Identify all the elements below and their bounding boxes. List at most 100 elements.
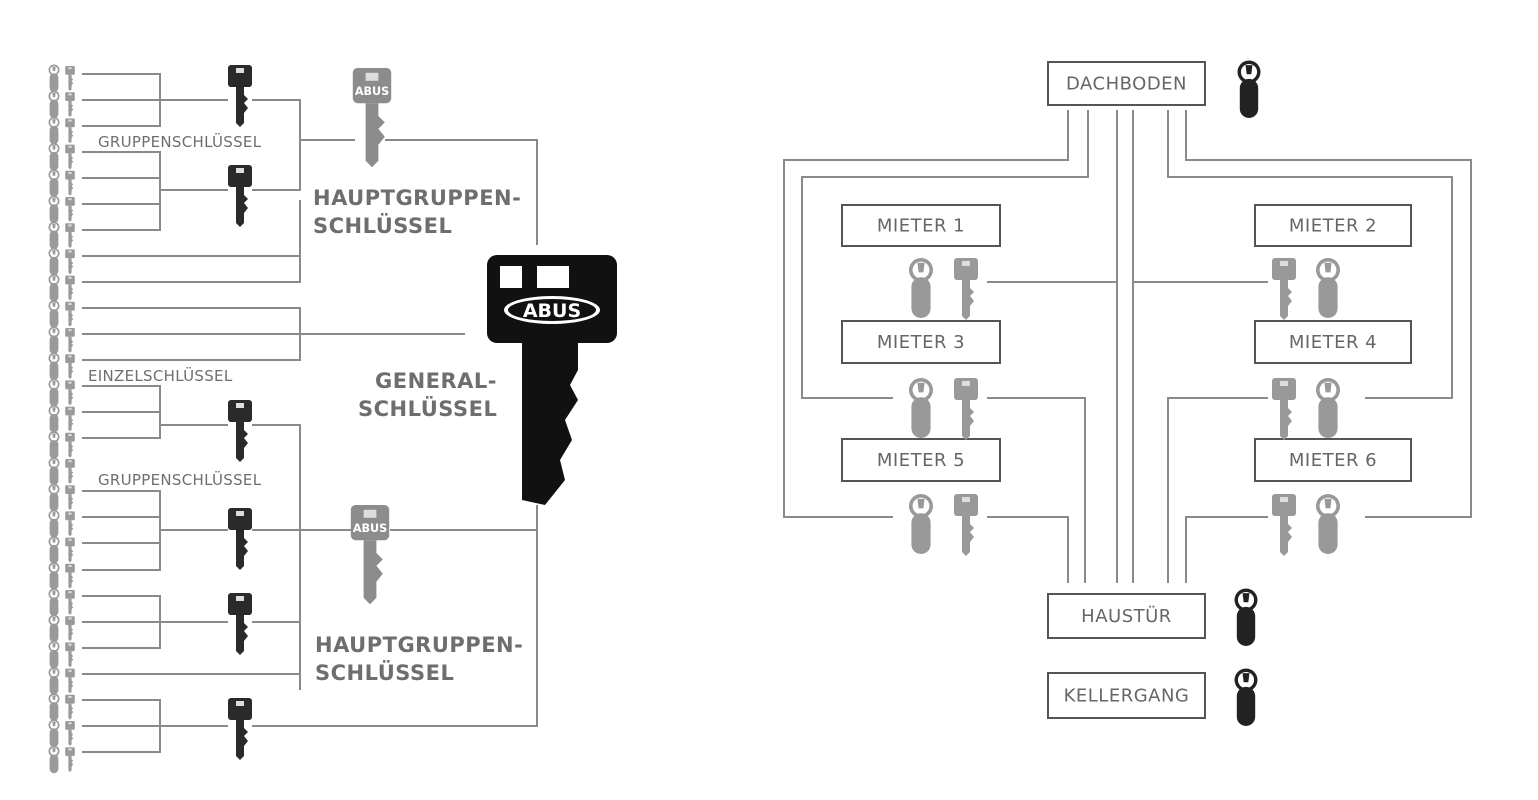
key-icon [65,66,75,91]
cylinder-icon [909,494,933,554]
cylinder-icon [48,431,60,459]
key-icon [65,249,75,275]
key-icon [65,432,75,458]
key-icon [65,275,75,301]
key-icon [65,616,75,641]
box-front-door: HAUSTÜR [1047,593,1206,639]
group-key-icon [228,165,252,227]
key-icon [65,668,75,694]
key-icon [954,258,978,320]
key-icon [65,511,75,537]
cylinder-icon [48,745,60,774]
key-icon [65,197,75,222]
group-key-icon [228,65,252,127]
box-label: MIETER 6 [1289,450,1377,471]
key-icon [65,694,75,720]
brand-logo: ABUS [523,300,581,322]
box-tenant4: MIETER 4 [1254,320,1412,364]
cylinder-icon [1234,668,1258,726]
key-icon [65,170,75,196]
box-label: MIETER 1 [877,216,965,237]
cylinder-icon [48,195,60,223]
cylinder-icon [48,509,60,538]
box-tenant1: MIETER 1 [841,204,1001,247]
cylinder-icon [48,536,60,564]
label-main-group-key-1-line1: HAUPTGRUPPEN- [313,186,521,210]
key-icon [65,406,75,432]
cylinder-icon [909,378,933,438]
cylinder-icon [1237,60,1261,118]
box-label: KELLERGANG [1064,686,1190,707]
cylinder-icon [48,300,60,328]
box-tenant2: MIETER 2 [1254,204,1412,247]
label-main-group-key-1-line2: SCHLÜSSEL [313,213,452,238]
cylinder-icon [48,274,60,302]
cylinder-icon [48,614,60,643]
cylinder-icon [48,352,60,381]
box-label: MIETER 2 [1289,216,1377,237]
label-group-key-1: GRUPPENSCHLÜSSEL [98,132,262,151]
key-icon [65,537,75,563]
box-basement: KELLERGANG [1047,672,1206,719]
key-icon [65,328,75,353]
label-main-group-key-2-line2: SCHLÜSSEL [315,660,454,685]
cylinder-icon [48,326,60,354]
cylinder-icon [48,693,60,721]
cylinder-icon [1316,378,1340,438]
key-icon [65,92,75,117]
key-icon [65,721,75,746]
key-icon [65,223,75,248]
key-icon [65,144,75,170]
cylinder-icon [1316,494,1340,554]
brand-logo: ABUS [355,85,389,98]
cylinder-icon [48,64,60,92]
right-boxes: DACHBODEN MIETER 1 MIETER 2 MIETER 3 MIETER … [841,61,1412,719]
cylinder-icon [48,169,60,197]
left-hierarchy-lines [82,73,538,753]
cylinder-icon [48,640,60,669]
label-general-key-line1: GENERAL- [375,369,497,393]
group-key-icon [228,593,252,655]
box-tenant3: MIETER 3 [841,320,1001,364]
cylinder-icon [48,405,60,433]
box-tenant6: MIETER 6 [1254,438,1412,482]
cylinder-icon [48,457,60,485]
cylinder-icon [48,90,60,119]
general-key-icon: ABUS [487,255,617,505]
group-key-icon [228,508,252,570]
label-general-key-line2: SCHLÜSSEL [358,396,497,421]
cylinder-icon [909,258,933,318]
label-group-key-2: GRUPPENSCHLÜSSEL [98,470,262,489]
box-attic: DACHBODEN [1047,61,1206,106]
key-icon [65,590,75,615]
main-group-key-icon: ABUS [352,68,392,168]
cylinder-icon [48,143,60,171]
box-label: MIETER 4 [1289,332,1377,353]
key-icon [65,485,75,510]
key-icon [65,354,75,379]
key-icon [65,301,75,327]
key-icon [1272,494,1296,556]
cylinder-icon [48,116,60,145]
key-icon [954,494,978,556]
box-label: MIETER 3 [877,332,965,353]
cylinder-icon [48,588,60,616]
key-icon [65,380,75,406]
right-icons [909,60,1340,726]
group-key-icon [228,400,252,462]
key-icon [65,459,75,484]
box-tenant5: MIETER 5 [841,438,1001,482]
group-key-icon [228,698,252,760]
key-icon [1272,258,1296,320]
label-main-group-key-2-line1: HAUPTGRUPPEN- [315,633,523,657]
key-icon [65,563,75,589]
cylinder-icon [48,483,60,512]
key-icon [65,642,75,668]
key-icon [65,118,75,144]
cylinder-icon [1316,258,1340,318]
cylinder-icon [48,562,60,590]
cylinder-icon [1234,588,1258,646]
box-label: MIETER 5 [877,450,965,471]
